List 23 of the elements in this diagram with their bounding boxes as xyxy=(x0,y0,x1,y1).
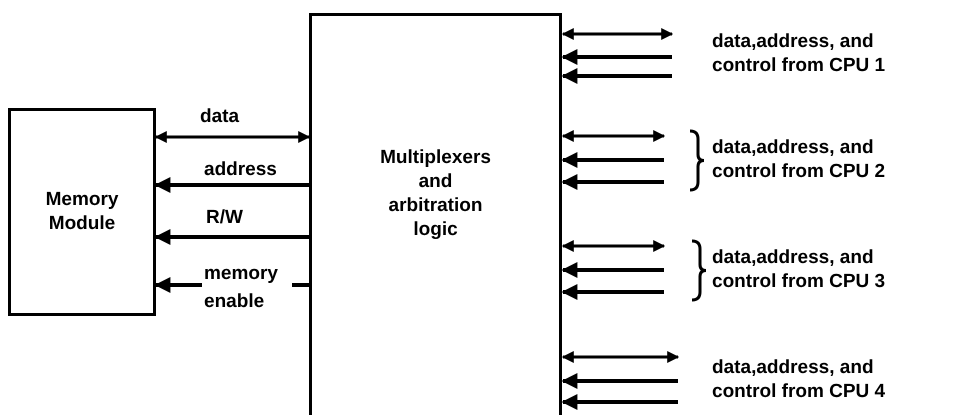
arrow xyxy=(561,152,664,168)
arrow xyxy=(562,351,680,363)
arrow xyxy=(154,229,309,245)
bus-label: data,address, and control from CPU 3 xyxy=(712,246,886,294)
node-label: Memory Module xyxy=(44,188,120,236)
bus-label: data,address, and control from CPU 4 xyxy=(712,356,886,404)
node-label: Multiplexers and arbitration logic xyxy=(379,146,492,242)
arrow xyxy=(561,394,678,410)
arrow xyxy=(561,373,678,389)
logic-box xyxy=(309,13,562,415)
arrow xyxy=(154,177,309,193)
arrow xyxy=(154,131,310,143)
arrow xyxy=(561,284,664,300)
arrow xyxy=(561,262,664,278)
arrow xyxy=(561,174,664,190)
bus-label: data,address, and control from CPU 1 xyxy=(712,30,886,78)
arrow xyxy=(561,68,672,84)
arrow xyxy=(562,28,674,40)
arrow xyxy=(562,240,666,252)
arrow xyxy=(562,130,666,142)
arrow xyxy=(561,49,672,65)
memory-box xyxy=(8,108,156,316)
bus-label: data,address, and control from CPU 2 xyxy=(712,136,886,184)
